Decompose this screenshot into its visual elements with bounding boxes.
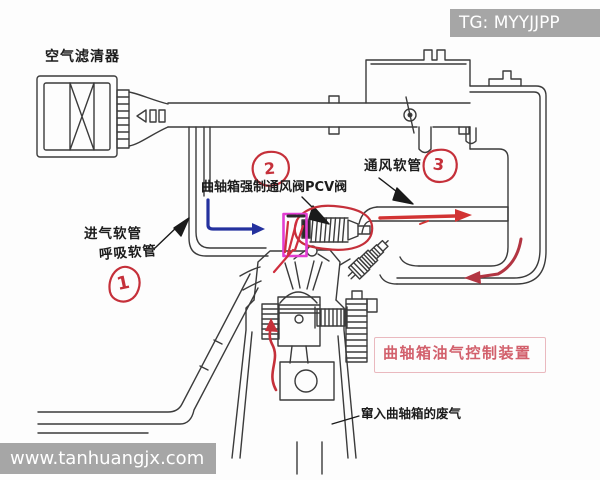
label-blowby-gas: 窜入曲轴箱的废气 (361, 406, 462, 421)
pcv-red-ellipse (293, 204, 374, 251)
right-hose-drawing (379, 70, 547, 285)
label-air-filter: 空气滤清器 (45, 49, 120, 65)
plenum-drawing (365, 49, 471, 104)
label-control-device: 曲轴箱油气控制装置 (383, 344, 532, 362)
label-arrows (154, 177, 414, 425)
spark-plug-drawing (347, 239, 389, 280)
label-pcv-valve: 曲轴箱强制通风阀PCV阀 (201, 180, 348, 195)
label-intake-hose: 进气软管 (84, 226, 142, 242)
annotation-circles (108, 148, 458, 303)
control-device-box (374, 337, 546, 373)
valve-cover-drawing (188, 126, 269, 257)
intake-runner-drawing (37, 273, 259, 434)
engine-block-drawing (231, 290, 378, 475)
label-vent-hose: 通风软管 (364, 158, 422, 174)
flow-arrow-blue (206, 198, 265, 235)
magenta-highlight (272, 212, 308, 274)
vent-hose-drawing (358, 206, 509, 234)
annotation-number-2: 2 (263, 158, 276, 179)
watermark-bottom-left: www.tanhuangjx.com (0, 443, 216, 474)
flow-arrows-red (265, 209, 523, 392)
intake-duct-drawing (167, 95, 471, 154)
circle-annotation-1 (108, 265, 141, 303)
air-filter-drawing (36, 75, 169, 158)
engine-head-drawing (239, 245, 351, 304)
circle-annotation-2 (251, 150, 290, 187)
circle-annotation-3 (422, 148, 458, 184)
watermark-top-right: TG: MYYJJPP (450, 9, 600, 37)
annotation-number-3: 3 (431, 154, 446, 175)
